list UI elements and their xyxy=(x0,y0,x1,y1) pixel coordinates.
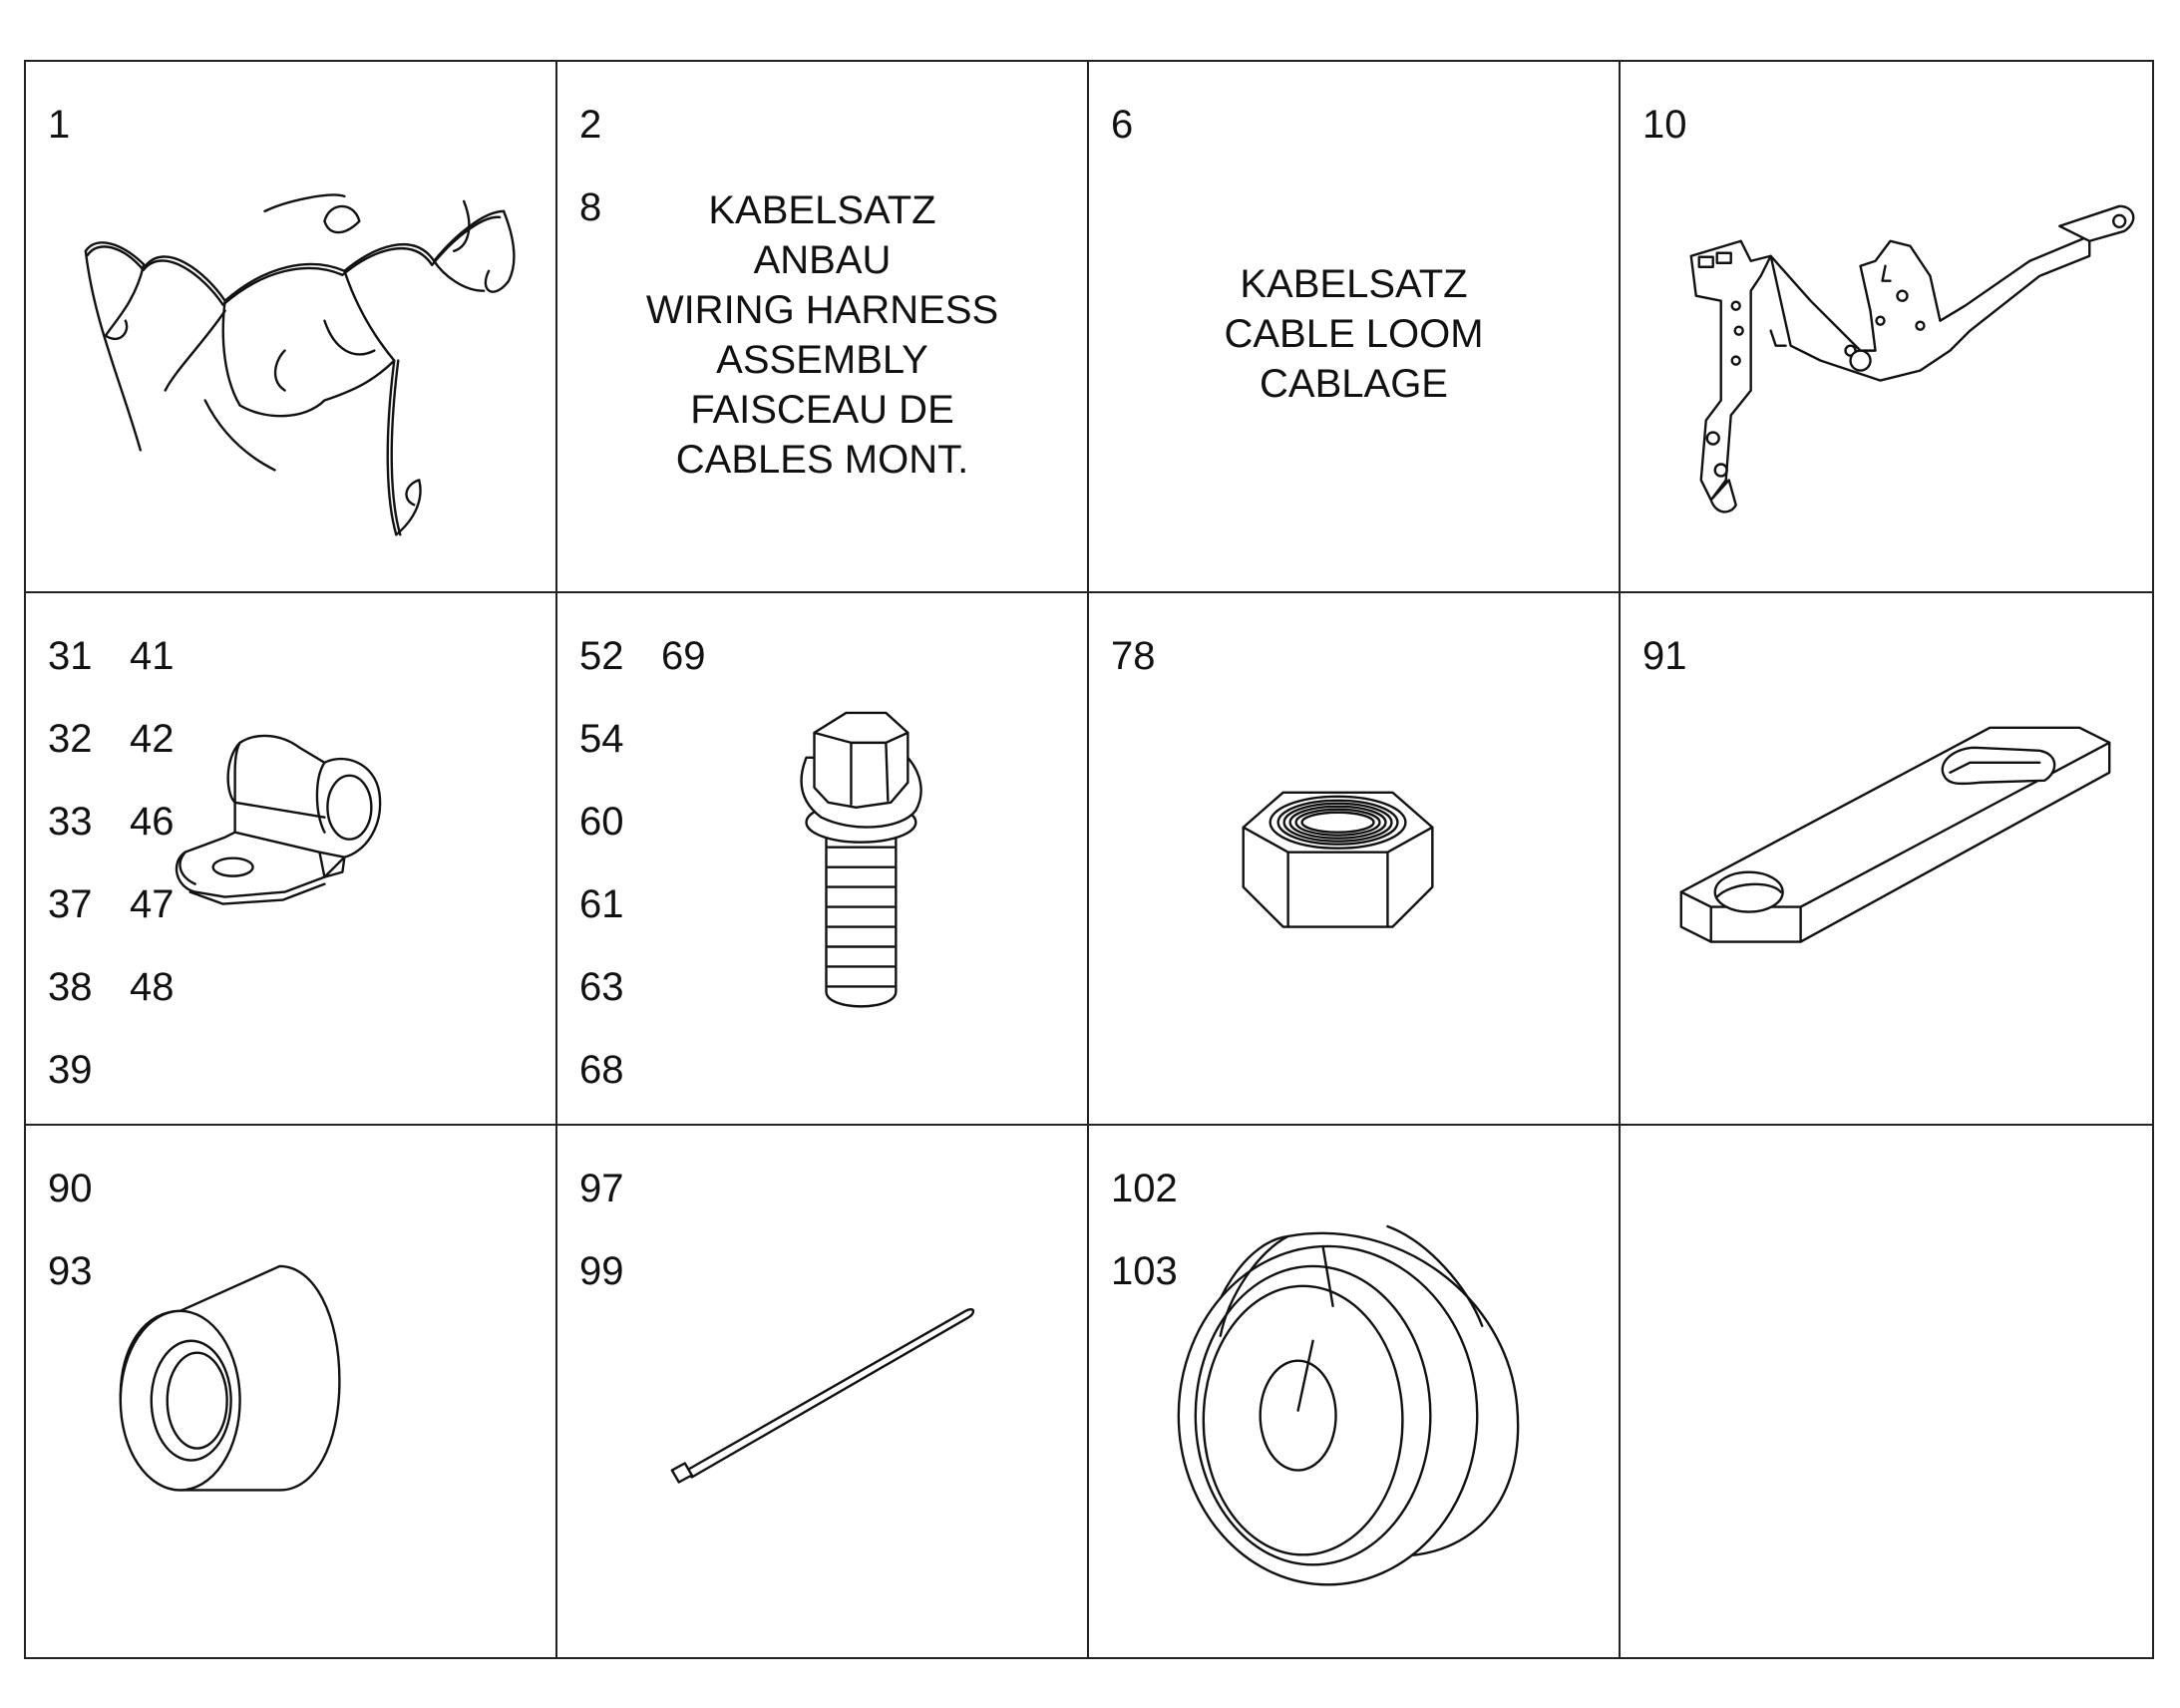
part-number: 61 xyxy=(579,882,624,927)
caption-line: CABLAGE xyxy=(1260,362,1448,406)
part-number: 47 xyxy=(130,882,175,927)
part-numbers: 31 41 32 42 33 46 37 47 38 48 39 xyxy=(48,615,209,1112)
part-cell-31: 31 41 32 42 33 46 37 47 38 48 39 xyxy=(26,593,557,1126)
slotted-plate-icon xyxy=(1679,726,2111,944)
part-number: 99 xyxy=(579,1248,624,1293)
part-cell-6: 6 KABELSATZ CABLE LOOM CABLAGE xyxy=(1089,62,1621,594)
caption-line: KABELSATZ xyxy=(708,188,936,232)
part-caption: KABELSATZ ANBAU WIRING HARNESS ASSEMBLY … xyxy=(557,185,1087,485)
part-cell-102: 102 103 xyxy=(1089,1125,1621,1657)
part-number: 42 xyxy=(130,717,175,762)
part-number: 31 xyxy=(48,634,93,679)
part-number: 97 xyxy=(579,1166,624,1210)
flange-bolt-icon xyxy=(800,712,922,1008)
part-number: 68 xyxy=(579,1048,624,1093)
spacer-sleeve-icon xyxy=(119,1264,341,1492)
part-number: 32 xyxy=(48,717,93,762)
part-numbers: 91 xyxy=(1642,615,1687,698)
part-cell-2: 2 8 KABELSATZ ANBAU WIRING HARNESS ASSEM… xyxy=(557,62,1089,594)
part-number: 33 xyxy=(48,800,93,845)
part-numbers: 90 93 xyxy=(48,1148,93,1313)
mounting-bracket-icon xyxy=(1689,204,2135,513)
empty-cell xyxy=(1621,1126,2152,1657)
part-numbers: 2 8 xyxy=(579,84,601,249)
part-number: 69 xyxy=(661,634,706,679)
part-number: 1 xyxy=(48,103,71,147)
part-cell-1: 1 xyxy=(26,62,557,594)
part-cell-10: 10 xyxy=(1621,62,2152,594)
part-number: 60 xyxy=(579,800,624,845)
part-number: 39 xyxy=(48,1048,93,1093)
part-number: 6 xyxy=(1111,103,1134,147)
wiring-harness-icon xyxy=(84,193,516,536)
part-number: 103 xyxy=(1111,1248,1178,1293)
cable-tie-icon xyxy=(670,1307,975,1484)
hex-nut-icon xyxy=(1242,791,1434,929)
cable-clamp-icon xyxy=(175,735,382,906)
part-numbers: 52 69 54 60 61 63 68 xyxy=(579,615,741,1112)
part-number: 37 xyxy=(48,882,93,927)
part-numbers: 97 99 xyxy=(579,1148,624,1313)
part-numbers: 6 xyxy=(1111,84,1133,167)
part-number: 48 xyxy=(130,965,175,1010)
caption-line: FAISCEAU DE xyxy=(690,388,954,432)
part-cell-91: 91 xyxy=(1621,593,2152,1126)
part-number: 41 xyxy=(130,634,175,679)
part-number: 2 xyxy=(579,103,602,147)
part-cell-52: 52 69 54 60 61 63 68 xyxy=(557,593,1089,1126)
part-number: 90 xyxy=(48,1166,93,1210)
part-cell-97: 97 99 xyxy=(557,1125,1089,1657)
part-number: 78 xyxy=(1111,634,1156,679)
parts-grid: 1 2 8 KAB xyxy=(24,60,2154,1659)
part-numbers: 78 xyxy=(1111,615,1156,698)
part-number: 102 xyxy=(1111,1166,1178,1210)
part-caption: KABELSATZ CABLE LOOM CABLAGE xyxy=(1089,259,1619,409)
part-number: 10 xyxy=(1642,103,1687,147)
part-number: 52 xyxy=(579,634,624,679)
caption-line: ASSEMBLY xyxy=(716,338,928,382)
part-number: 54 xyxy=(579,717,624,762)
part-numbers: 102 103 xyxy=(1111,1148,1178,1313)
part-number: 38 xyxy=(48,965,93,1010)
caption-line: KABELSATZ xyxy=(1240,262,1468,306)
rubber-grommet-icon xyxy=(1177,1224,1520,1586)
part-cell-90: 90 93 xyxy=(26,1125,557,1657)
caption-line: CABLES MONT. xyxy=(675,438,969,482)
part-number: 8 xyxy=(579,185,602,229)
caption-line: CABLE LOOM xyxy=(1224,312,1484,356)
part-number: 93 xyxy=(48,1248,93,1293)
part-number: 46 xyxy=(130,800,175,845)
part-cell-78: 78 xyxy=(1089,593,1621,1126)
part-number: 91 xyxy=(1642,634,1687,679)
part-number: 63 xyxy=(579,965,624,1010)
caption-line: ANBAU xyxy=(753,238,892,282)
part-numbers: 1 xyxy=(48,84,70,167)
part-numbers: 10 xyxy=(1642,84,1687,167)
caption-line: WIRING HARNESS xyxy=(645,288,999,332)
